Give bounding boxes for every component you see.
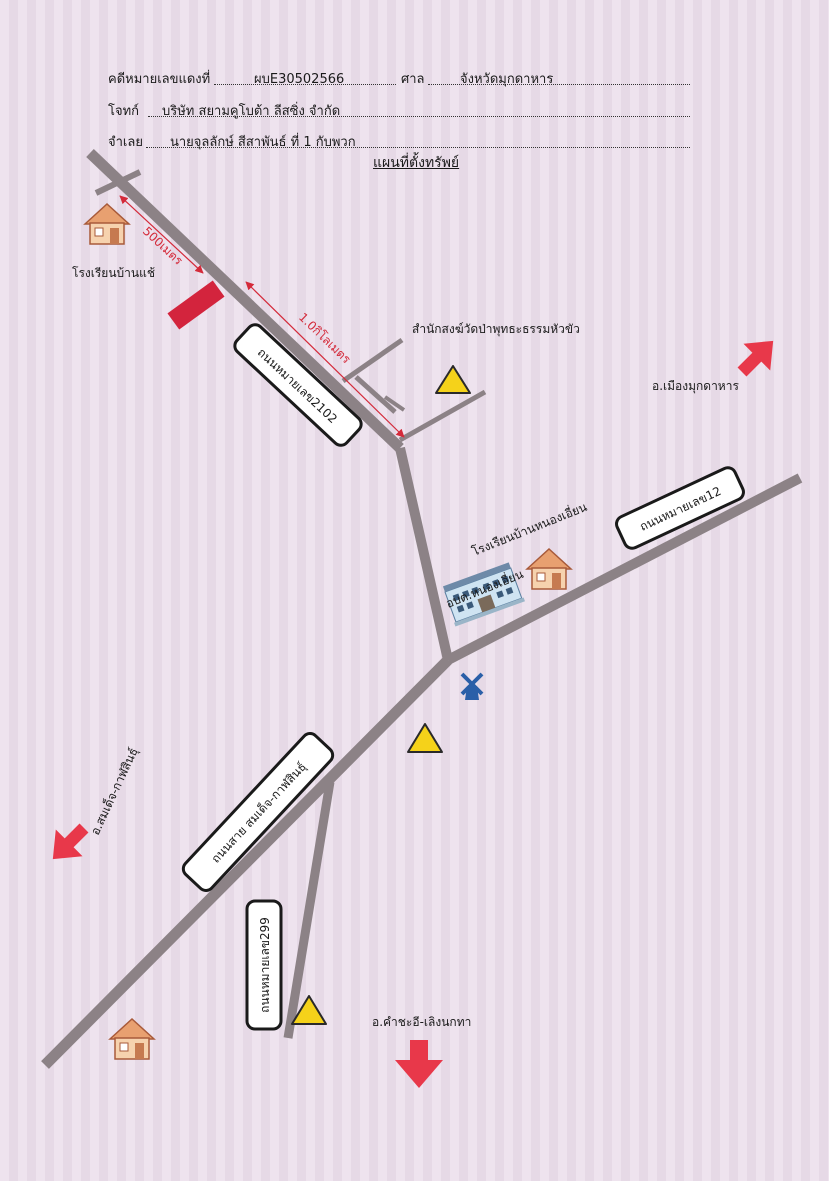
warning-triangles: [291, 365, 471, 1025]
plaintiff-label: โจทก์: [108, 104, 140, 119]
triangle-icon: [407, 723, 443, 753]
defendant-label: จำเลย: [108, 135, 143, 150]
road-299-line: [283, 781, 335, 1039]
road-2102-south-line: [395, 446, 453, 662]
direction-arrows: [52, 340, 774, 1088]
direction-somdet-label: อ.สมเด็จ-กาฬสินธุ์: [87, 745, 141, 837]
road-somdet-line: [41, 656, 452, 1069]
defendant-name: นายจุลลักษ์ สีสาพันธ์ ที่ 1 กับพวก: [170, 135, 356, 150]
court-name: จังหวัดมุกดาหาร: [460, 72, 554, 87]
road-299-label: ถนนหมายเลข299: [258, 917, 272, 1013]
house-icon: [525, 547, 573, 590]
windmill-icon: [460, 672, 484, 700]
distance-500m-line: [119, 195, 204, 274]
school-ban-chae-label: โรงเรียนบ้านแช้: [72, 266, 155, 280]
triangle-icon: [435, 365, 471, 394]
temple-label: สำนักสงฆ์วัดป่าพุทธะธรรมหัวขัว: [412, 322, 580, 337]
house-icon: [108, 1017, 156, 1060]
school-nong-iean-label: โรงเรียนบ้านหนองเอี่ยน: [469, 498, 589, 559]
case-label: คดีหมายเลขแดงที่: [108, 72, 211, 87]
direction-mueang-label: อ.เมืองมุกดาหาร: [652, 379, 739, 394]
map-title: แผนที่ตั้งทรัพย์: [373, 155, 460, 171]
house-icon: [83, 202, 131, 245]
temple-road-3: [398, 389, 487, 443]
arrow-southwest-icon: [52, 823, 89, 860]
road-2102-line: [86, 149, 404, 452]
distance-1km-line: [245, 281, 405, 438]
temple-road-1: [341, 337, 404, 384]
road-299-sign: ถนนหมายเลข299: [245, 899, 283, 1031]
distance-indicators: [119, 195, 405, 438]
arrow-northeast-icon: [737, 340, 774, 377]
direction-khamchai-label: อ.คำชะอี-เลิงนกทา: [372, 1015, 471, 1029]
court-label: ศาล: [401, 72, 425, 87]
road-2102-sign: ถนนหมายเลข2102: [233, 323, 363, 447]
property-location-marker: [167, 280, 225, 330]
roads: [41, 149, 803, 1069]
side-road-1: [94, 169, 142, 196]
triangle-icon: [291, 995, 327, 1025]
case-number: ผบE30502566: [254, 72, 345, 87]
plaintiff-name: บริษัท สยามคูโบต้า ลีสซิ่ง จำกัด: [162, 104, 341, 119]
road-12-line: [445, 473, 803, 665]
arrow-south-icon: [395, 1040, 443, 1088]
government-building-icon: [442, 562, 525, 627]
